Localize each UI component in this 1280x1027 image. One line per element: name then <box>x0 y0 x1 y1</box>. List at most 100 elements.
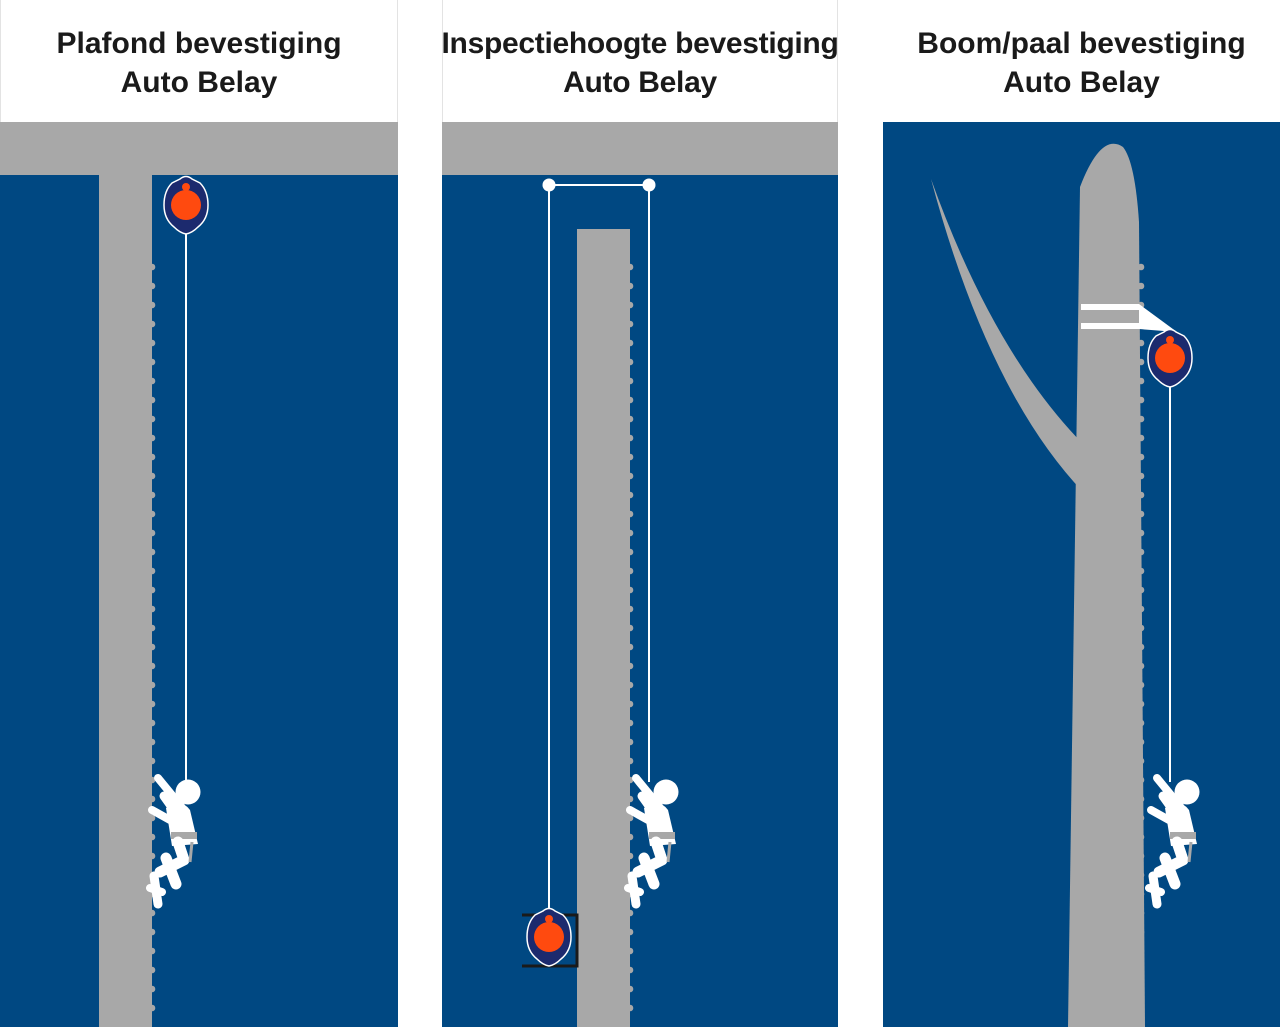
climbing-hold <box>626 795 634 803</box>
climbing-hold <box>148 491 156 499</box>
climbing-hold <box>626 700 634 708</box>
climber-part <box>626 806 652 824</box>
climbing-hold <box>626 396 634 404</box>
climbing-hold <box>148 396 156 404</box>
climbing-hold <box>626 624 634 632</box>
climbing-hold-icon <box>148 263 156 1012</box>
climbing-wall <box>99 122 152 1027</box>
climbing-hold <box>148 681 156 689</box>
climbing-hold <box>148 548 156 556</box>
climbing-hold <box>148 757 156 765</box>
climbing-hold <box>148 966 156 974</box>
climbing-hold <box>1137 643 1145 651</box>
ceiling-beam <box>442 122 838 175</box>
climbing-hold <box>148 738 156 746</box>
scene-ceiling <box>0 122 398 1027</box>
climbing-hold <box>1137 719 1145 727</box>
climbing-hold <box>148 776 156 784</box>
climbing-hold <box>1137 776 1145 784</box>
climbing-hold <box>148 928 156 936</box>
climbing-hold <box>148 510 156 518</box>
climbing-hold <box>626 415 634 423</box>
panel-tree-mount: Boom/paal bevestiging Auto Belay <box>883 0 1280 1027</box>
climbing-hold <box>626 738 634 746</box>
climber-part <box>1159 852 1181 890</box>
climbing-hold <box>1137 890 1145 898</box>
climbing-hold <box>626 434 634 442</box>
climbing-hold <box>1137 738 1145 746</box>
climbing-hold <box>148 814 156 822</box>
climbing-hold <box>626 377 634 385</box>
climbing-hold <box>626 928 634 936</box>
climbing-hold <box>1137 757 1145 765</box>
climbing-hold <box>148 947 156 955</box>
climbing-hold <box>1137 586 1145 594</box>
climbing-hold <box>626 529 634 537</box>
climber-part <box>666 841 672 863</box>
climbing-hold <box>148 852 156 860</box>
climbing-hold <box>626 453 634 461</box>
climbing-hold <box>148 909 156 917</box>
panel-header: Boom/paal bevestiging Auto Belay <box>883 0 1280 122</box>
climbing-hold <box>1137 947 1145 955</box>
pulley-right <box>642 178 656 192</box>
climber-part <box>188 841 194 863</box>
climbing-hold <box>626 491 634 499</box>
climbing-hold <box>1137 453 1145 461</box>
pulley-left <box>542 178 556 192</box>
climbing-hold <box>148 795 156 803</box>
climber-part <box>1153 774 1184 810</box>
climbing-hold <box>626 301 634 309</box>
climbing-hold <box>1137 1004 1145 1012</box>
inspection-illustration <box>442 122 838 1027</box>
climbing-hold <box>1137 928 1145 936</box>
climbing-hold <box>148 263 156 271</box>
climbing-hold <box>1137 833 1145 841</box>
climbing-hold <box>1137 510 1145 518</box>
climbing-hold <box>1137 681 1145 689</box>
scene-tree <box>883 122 1280 1027</box>
climbing-hold <box>626 567 634 575</box>
climbing-hold <box>1137 909 1145 917</box>
climbing-hold <box>1137 434 1145 442</box>
climbing-hold <box>148 282 156 290</box>
climbing-hold <box>148 339 156 347</box>
climbing-hold <box>626 814 634 822</box>
climbing-hold <box>148 320 156 328</box>
climber-part <box>171 832 197 839</box>
climber-part <box>1187 841 1193 863</box>
panel-title-line-2: Auto Belay <box>120 66 278 99</box>
climbing-hold <box>1137 852 1145 860</box>
belay-rope <box>548 184 650 912</box>
climbing-hold <box>1137 662 1145 670</box>
climbing-hold <box>626 852 634 860</box>
climbing-hold <box>626 719 634 727</box>
panel-ceiling-mount: Plafond bevestiging Auto Belay <box>0 0 398 1027</box>
climbing-hold <box>626 1004 634 1012</box>
climber-part <box>1147 806 1173 824</box>
tree-strap-bottom <box>1081 323 1139 329</box>
climbing-hold <box>1137 567 1145 575</box>
panel-title-line-2: Auto Belay <box>1003 66 1160 99</box>
auto-belay-device-icon <box>526 907 572 967</box>
climbing-hold <box>1137 529 1145 537</box>
climber-part <box>154 774 185 810</box>
climbing-hold <box>626 339 634 347</box>
climbing-hold <box>148 700 156 708</box>
climbing-hold <box>148 453 156 461</box>
climbing-hold <box>148 567 156 575</box>
climbing-hold <box>626 282 634 290</box>
climbing-hold <box>626 358 634 366</box>
climbing-hold <box>1137 548 1145 556</box>
climbing-hold <box>626 757 634 765</box>
climbing-hold <box>148 1004 156 1012</box>
climbing-hold <box>1137 624 1145 632</box>
climbing-hold <box>626 947 634 955</box>
climbing-hold <box>148 605 156 613</box>
climbing-hold <box>148 358 156 366</box>
auto-belay-device-icon <box>1147 328 1193 388</box>
climbing-hold <box>1137 605 1145 613</box>
climbing-hold-icon <box>626 263 634 1012</box>
climbing-hold <box>1137 491 1145 499</box>
climbing-hold <box>626 510 634 518</box>
